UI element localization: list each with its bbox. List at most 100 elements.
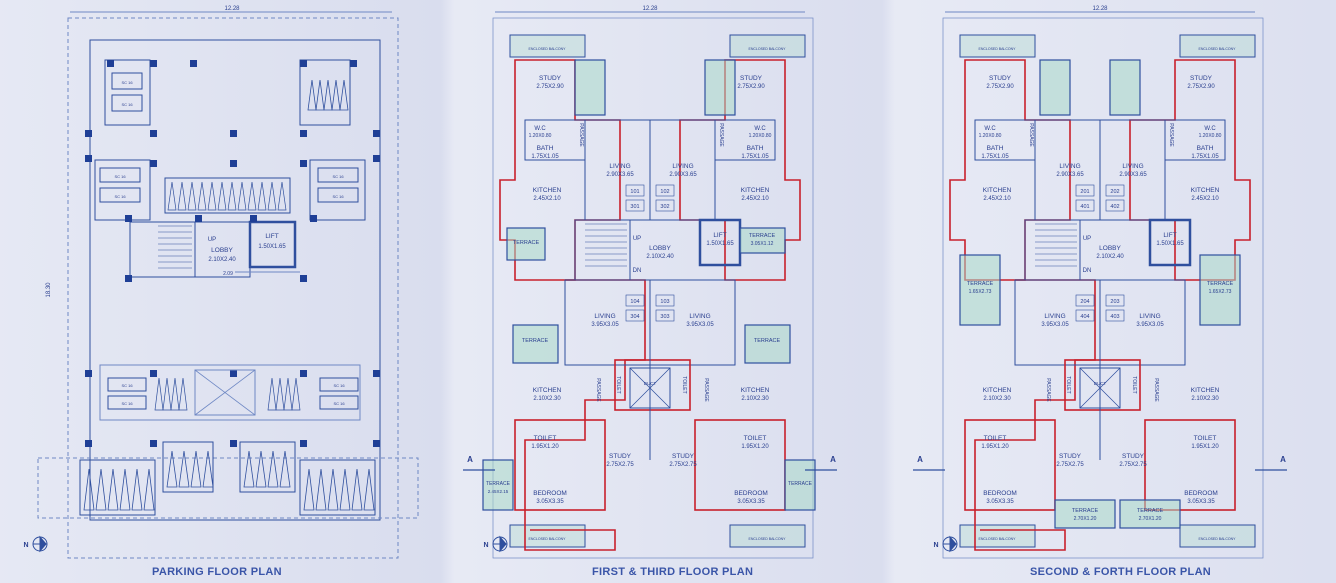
car-bay-front xyxy=(299,459,376,516)
car-bay-top-0 xyxy=(104,59,151,126)
bath-size: 1.75X1.05 xyxy=(531,154,559,160)
flat-number-box xyxy=(1105,184,1125,197)
terrace-stair xyxy=(506,227,546,261)
lift-shaft xyxy=(248,220,297,269)
car-wedge xyxy=(351,468,363,511)
stair-down-label: DN xyxy=(633,268,642,274)
car-slot xyxy=(317,187,359,203)
car-wedge xyxy=(339,468,351,511)
study-label: STUDY xyxy=(539,75,562,82)
terrace-mid-left xyxy=(512,324,559,364)
living-size: 3.95X3.05 xyxy=(591,322,619,328)
column xyxy=(85,155,92,162)
column xyxy=(230,130,237,137)
living-label: LIVING xyxy=(594,313,615,320)
toilet-label-vertical: TOILET xyxy=(681,376,687,393)
enclosed-balcony-label: ENCLOSED BALCONY xyxy=(1199,537,1237,541)
car-wedge xyxy=(323,79,333,111)
terrace-duct-left xyxy=(1039,59,1071,116)
terrace-side-right xyxy=(1199,254,1241,326)
car-wedge xyxy=(107,468,119,511)
car-tag: SC 16 xyxy=(114,174,126,179)
kitchen-label: KITCHEN xyxy=(1191,187,1220,194)
bath-size: 1.75X1.05 xyxy=(981,154,1009,160)
bedroom-label: BEDROOM xyxy=(983,490,1017,497)
north-arrow-icon xyxy=(943,535,957,553)
car-wedge xyxy=(331,79,341,111)
north-label: N xyxy=(933,542,938,549)
car-wedge xyxy=(131,468,143,511)
car-wedge xyxy=(315,468,327,511)
lift-size: 1.50X1.65 xyxy=(258,244,286,250)
flat-number: 104 xyxy=(630,299,639,305)
flat-number-box xyxy=(1105,309,1125,322)
terrace-label: TERRACE xyxy=(486,481,511,487)
enclosed-balcony xyxy=(1179,524,1256,548)
bedroom-size: 3.05X3.35 xyxy=(737,499,765,505)
lobby-size: 2.10X2.40 xyxy=(646,254,674,260)
car-wedge xyxy=(267,377,277,411)
passage-label: PASSAGE xyxy=(1168,123,1174,147)
bedroom-label: BEDROOM xyxy=(1184,490,1218,497)
overall-width-dimension: 12.28 xyxy=(224,6,240,12)
toilet-label: TOILET xyxy=(744,435,767,442)
column xyxy=(300,160,307,167)
kitchen-label: KITCHEN xyxy=(1191,387,1220,394)
section-mark-right: A xyxy=(830,455,836,464)
car-wedge xyxy=(303,468,315,511)
terrace-side-left xyxy=(959,254,1001,326)
car-row-central xyxy=(164,177,291,214)
column xyxy=(195,215,202,222)
enclosed-balcony-label: ENCLOSED BALCONY xyxy=(979,47,1017,51)
dimension-frame xyxy=(492,17,814,559)
bedroom-block-left xyxy=(514,419,606,511)
flat-number-box xyxy=(1075,294,1095,307)
flat-number-box xyxy=(625,199,645,212)
bath-size: 1.75X1.05 xyxy=(1191,154,1219,160)
study-label: STUDY xyxy=(740,75,763,82)
column xyxy=(150,370,157,377)
terrace-lobby xyxy=(739,227,786,254)
flat-number-box xyxy=(625,184,645,197)
column xyxy=(373,440,380,447)
car-wedge xyxy=(275,377,285,411)
duct-label: DUCT xyxy=(644,381,657,386)
terrace-label: TERRACE xyxy=(788,481,813,487)
void-cross xyxy=(194,369,256,416)
living-size: 2.90X3.65 xyxy=(1056,172,1084,178)
car-tag: SC 16 xyxy=(121,383,133,388)
car-tag: SC 16 xyxy=(114,194,126,199)
column xyxy=(230,440,237,447)
enclosed-balcony-label: ENCLOSED BALCONY xyxy=(1199,47,1237,51)
enclosed-balcony-label: ENCLOSED BALCONY xyxy=(529,537,567,541)
car-wedge xyxy=(190,450,202,488)
flat-number: 203 xyxy=(1110,299,1119,305)
bedroom-size: 3.05X3.35 xyxy=(1187,499,1215,505)
lift-shaft xyxy=(1148,218,1192,267)
car-bay-front xyxy=(162,441,214,493)
enclosed-balcony xyxy=(959,34,1036,58)
stair-well xyxy=(574,219,631,281)
stair-well xyxy=(129,221,196,278)
flat-number: 301 xyxy=(630,204,639,210)
wc-label: W.C xyxy=(754,126,766,132)
kitchen-size: 2.10X2.30 xyxy=(533,396,561,402)
flat-number-box xyxy=(655,184,675,197)
terrace-label: TERRACE xyxy=(749,233,776,239)
car-bay-top-1 xyxy=(299,59,351,126)
toilet-duct-block xyxy=(1064,359,1141,411)
column xyxy=(300,60,307,67)
living-block-bottom xyxy=(564,279,736,366)
enclosed-balcony-label: ENCLOSED BALCONY xyxy=(979,537,1017,541)
car-wedge xyxy=(217,181,227,211)
living-size: 3.95X3.05 xyxy=(1136,322,1164,328)
car-wedge xyxy=(178,450,190,488)
wc-label: W.C xyxy=(1204,126,1216,132)
car-wedge xyxy=(167,181,177,211)
lobby-label: LOBBY xyxy=(649,245,671,252)
flat-number: 404 xyxy=(1080,314,1089,320)
flat-number: 402 xyxy=(1110,204,1119,210)
terrace-size: 2.45X2.15 xyxy=(488,489,509,494)
north-label: N xyxy=(23,542,28,549)
